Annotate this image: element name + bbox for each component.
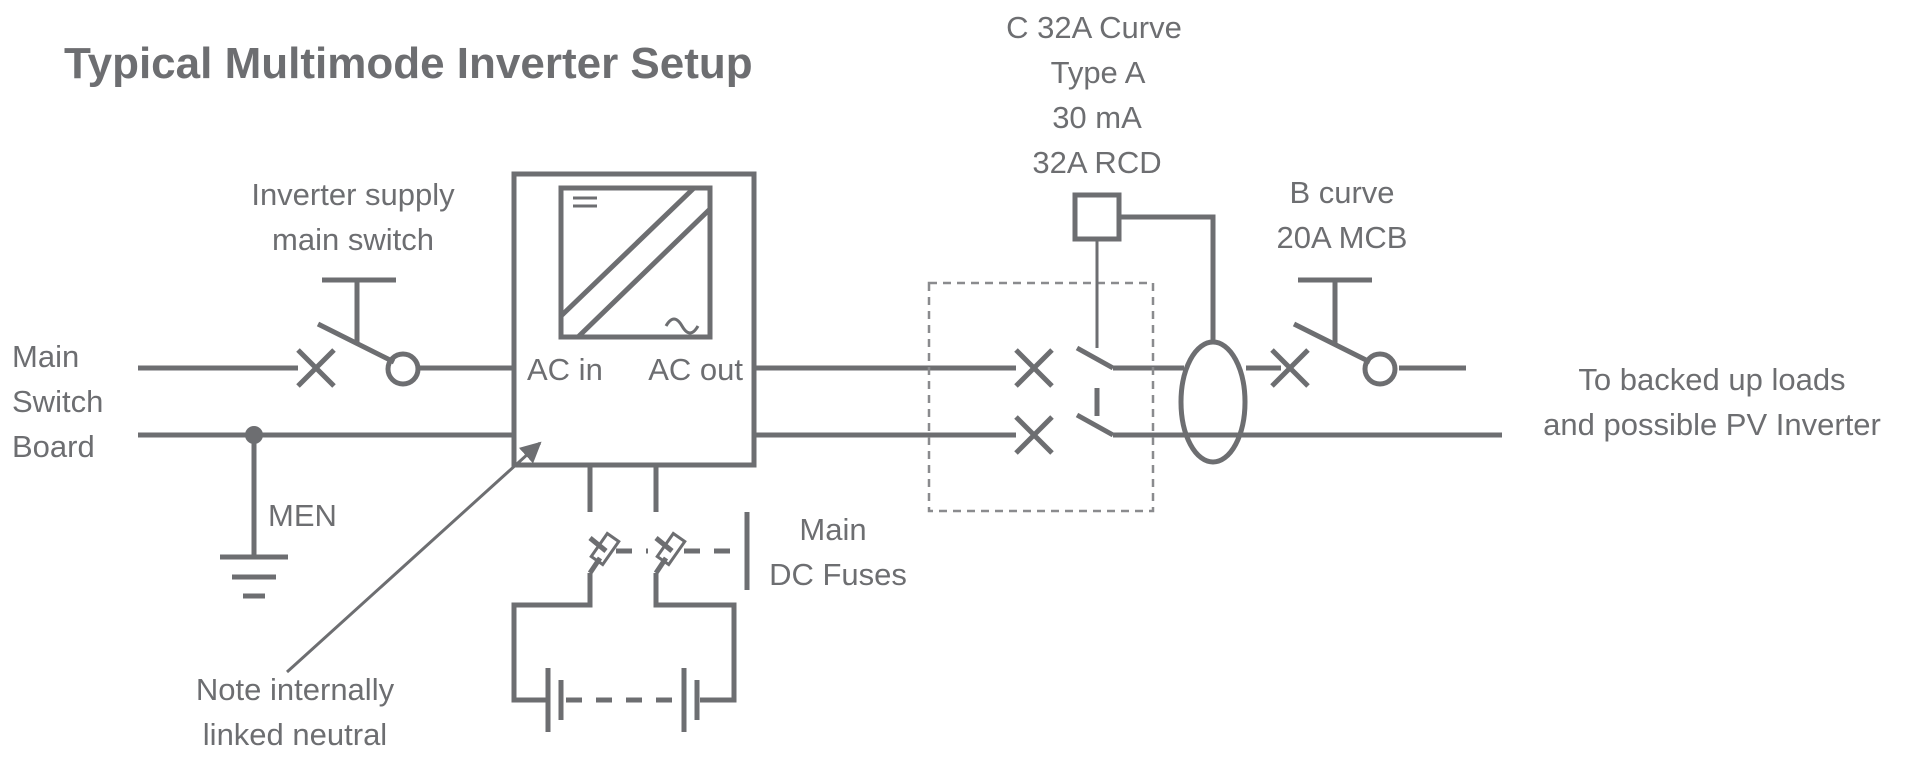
svg-text:To backed up loads: To backed up loads — [1578, 362, 1845, 397]
multimode-inverter — [511, 171, 757, 468]
svg-text:main switch: main switch — [272, 222, 434, 257]
svg-text:linked neutral: linked neutral — [203, 717, 387, 752]
dc-leads — [587, 465, 659, 512]
inverter-supply-switch-label: Inverter supply main switch — [251, 177, 455, 257]
svg-text:Type A: Type A — [1051, 55, 1146, 90]
men-label: MEN — [268, 498, 337, 533]
rcd-label: C 32A Curve Type A 30 mA 32A RCD — [1006, 10, 1182, 180]
svg-text:Board: Board — [12, 429, 95, 464]
rcd-enclosure — [927, 281, 1155, 513]
rcd-contacts — [1014, 192, 1248, 465]
mcb-label: B curve 20A MCB — [1277, 175, 1408, 255]
main-switch-board-label: Main Switch Board — [12, 339, 103, 464]
svg-text:Main: Main — [12, 339, 79, 374]
svg-text:32A RCD: 32A RCD — [1032, 145, 1161, 180]
svg-text:DC Fuses: DC Fuses — [769, 557, 907, 592]
svg-text:Main: Main — [799, 512, 866, 547]
svg-text:C 32A Curve: C 32A Curve — [1006, 10, 1182, 45]
svg-text:Inverter supply: Inverter supply — [251, 177, 455, 212]
ac-in-label: AC in — [527, 352, 603, 387]
neutral-note-label: Note internally linked neutral — [196, 672, 395, 752]
svg-text:Switch: Switch — [12, 384, 103, 419]
svg-text:and possible PV Inverter: and possible PV Inverter — [1543, 407, 1881, 442]
mcb-breaker — [1270, 277, 1398, 388]
dc-fuses — [587, 512, 750, 590]
inverter-supply-main-switch — [296, 277, 421, 388]
ac-out-label: AC out — [648, 352, 743, 387]
dc-fuses-label: Main DC Fuses — [769, 512, 907, 592]
men-earth-link — [220, 426, 288, 599]
battery-bank — [511, 573, 737, 732]
svg-text:Note internally: Note internally — [196, 672, 395, 707]
svg-text:20A MCB: 20A MCB — [1277, 220, 1408, 255]
svg-text:30 mA: 30 mA — [1052, 100, 1142, 135]
loads-label: To backed up loads and possible PV Inver… — [1543, 362, 1881, 442]
diagram-title: Typical Multimode Inverter Setup — [64, 39, 753, 88]
svg-text:B curve: B curve — [1289, 175, 1394, 210]
neutral-note-arrow — [285, 441, 542, 674]
